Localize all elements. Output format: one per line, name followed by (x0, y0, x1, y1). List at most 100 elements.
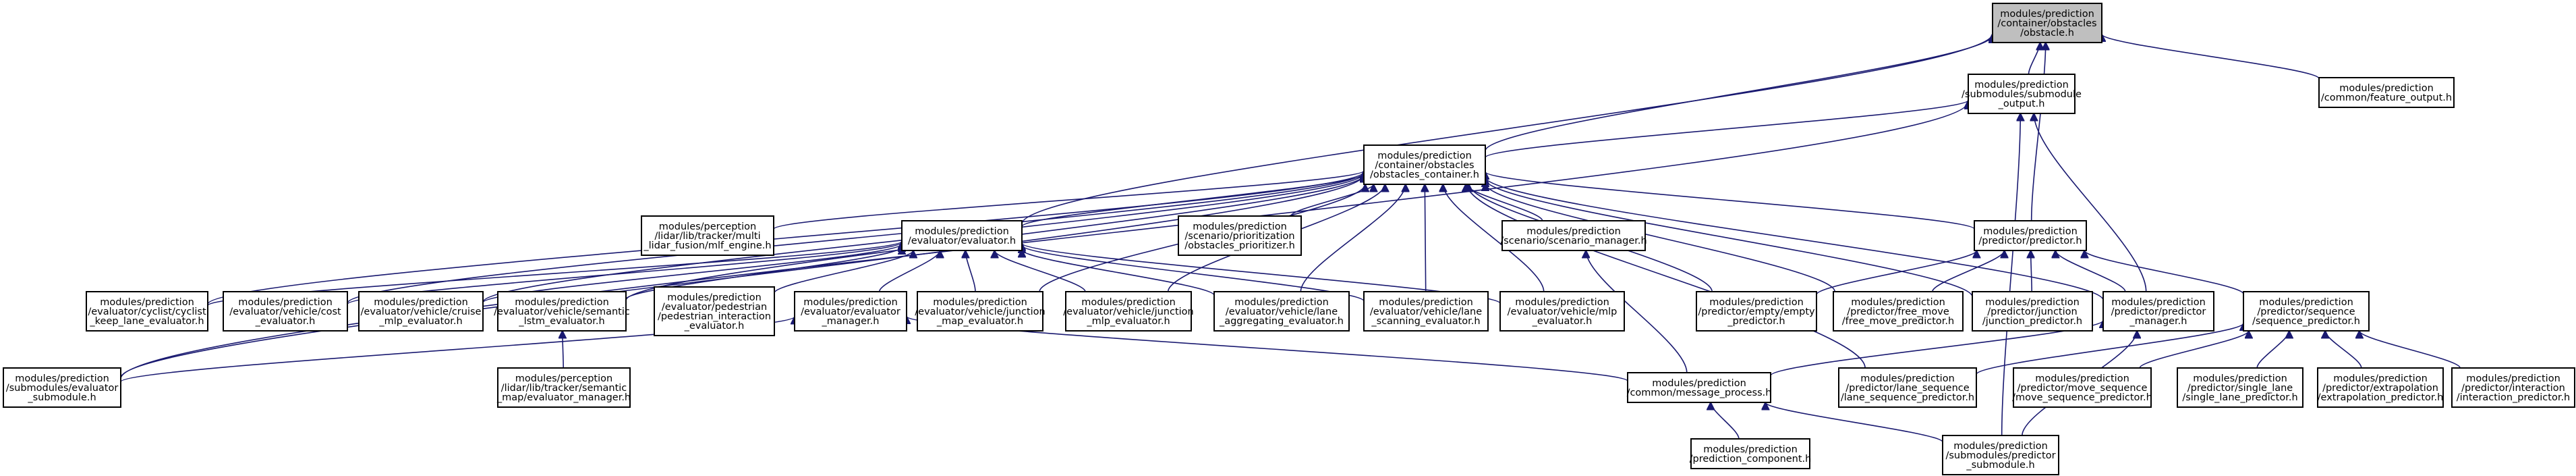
node-label-line: /move_sequence_predictor.h (2012, 392, 2152, 403)
node-label-line: _output.h (1998, 99, 2045, 109)
node-label-line: /obstacle.h (2020, 28, 2074, 38)
edge-cost-evaluator-to-obstacles-container (347, 173, 1364, 304)
node-box (1499, 291, 1625, 332)
graph-node-obstacles-container[interactable]: modules/prediction/container/obstacles/o… (1363, 144, 1486, 185)
graph-node-semantic-map[interactable]: modules/perception/lidar/lib/tracker/sem… (496, 367, 631, 408)
node-label-line: modules/prediction (1193, 221, 1287, 232)
node-box (1972, 291, 2093, 332)
graph-node-lane-sequence[interactable]: modules/prediction/predictor/lane_sequen… (1838, 367, 1977, 408)
graph-node-message-process[interactable]: modules/prediction/common/message_proces… (1627, 372, 1772, 403)
graph-node-extrapolation[interactable]: modules/prediction/predictor/extrapolati… (2317, 367, 2444, 408)
node-label-line: modules/prediction (1081, 297, 1176, 308)
graph-node-predictor-submodule[interactable]: modules/prediction/submodules/predictor_… (1942, 435, 2059, 475)
graph-node-submodule-output[interactable]: modules/prediction/submodules/submodule_… (1962, 74, 2082, 114)
node-label-line: /interaction_predictor.h (2457, 392, 2571, 403)
node-label-line: /predictor/interaction (2461, 383, 2565, 394)
graph-node-evaluator-h[interactable]: modules/prediction/evaluator/evaluator.h (901, 220, 1023, 251)
node-box (1838, 367, 1977, 408)
edge-evaluator-h-to-obstacle (1021, 34, 1993, 224)
node-label-line: /lidar/lib/tracker/semantic (501, 383, 627, 394)
edge-junction-mlp-to-evaluator-h (995, 250, 1086, 292)
edge-scenario-manager-to-obstacles-container (1466, 184, 1543, 221)
node-box (2318, 77, 2455, 108)
node-label-line: modules/prediction (2339, 83, 2434, 94)
graph-node-predictor-manager[interactable]: modules/prediction/predictor/predictor_m… (2102, 291, 2214, 332)
graph-node-mlp-evaluator[interactable]: modules/prediction/evaluator/vehicle/mlp… (1499, 291, 1625, 332)
graph-node-feature-output[interactable]: modules/prediction/common/feature_output… (2318, 77, 2455, 108)
node-label-line: /predictor/free_move (1847, 307, 1949, 317)
node-label-line: _manager.h (2129, 316, 2187, 327)
node-label-line: /sequence_predictor.h (2252, 316, 2360, 327)
edge-obstacles-prioritizer-to-obstacles-container (1290, 184, 1374, 217)
node-label-line: modules/prediction (100, 297, 194, 308)
node-label-line: /predictor/sequence (2257, 307, 2355, 317)
graph-node-predictor-h[interactable]: modules/prediction/predictor/predictor.h (1974, 220, 2087, 251)
node-label-line: /evaluator/vehicle/semantic (494, 307, 630, 317)
edge-sequence-predictor-to-predictor-h (2084, 250, 2244, 295)
graph-node-free-move[interactable]: modules/prediction/predictor/free_move/f… (1833, 291, 1964, 332)
graph-node-empty-predictor[interactable]: modules/prediction/predictor/empty/empty… (1696, 291, 1817, 332)
node-label-line: _submodule.h (27, 392, 96, 403)
node-box (901, 220, 1023, 251)
graph-node-junction-predictor[interactable]: modules/prediction/predictor/junction/ju… (1972, 291, 2093, 332)
node-label-line: /evaluator/evaluator.h (908, 236, 1016, 246)
graph-node-lane-scanning[interactable]: modules/prediction/evaluator/vehicle/lan… (1363, 291, 1489, 332)
edge-evaluator-manager-to-evaluator-h (878, 250, 940, 292)
node-label-line: modules/prediction (2000, 9, 2094, 20)
graph-node-cyclist-keep-lane[interactable]: modules/prediction/evaluator/cyclist/cyc… (86, 291, 208, 332)
graph-node-evaluator-submodule[interactable]: modules/prediction/submodules/evaluator_… (3, 367, 121, 408)
node-label-line: /evaluator/vehicle/cruise (361, 307, 482, 317)
graph-node-multi-lidar-fusion[interactable]: modules/perception/lidar/lib/tracker/mul… (641, 215, 774, 256)
node-label-line: /predictor/junction (1987, 307, 2077, 317)
node-label-line: modules/prediction (1709, 297, 1804, 308)
node-label-line: modules/prediction (1515, 297, 1609, 308)
node-label-line: modules/prediction (2193, 373, 2287, 384)
node-label-line: _map/evaluator_manager.h (496, 392, 631, 403)
node-box (641, 215, 774, 256)
edge-message-process-to-scenario-manager (1586, 250, 1688, 373)
node-label-line: modules/prediction (15, 373, 109, 384)
graph-node-obstacle[interactable]: modules/prediction/container/obstacles/o… (1992, 3, 2102, 43)
node-label-line: /evaluator/vehicle/junction (915, 307, 1045, 317)
node-label-line: modules/prediction (2333, 373, 2428, 384)
graph-node-single-lane[interactable]: modules/prediction/predictor/single_lane… (2177, 367, 2303, 408)
graph-node-cost-evaluator[interactable]: modules/prediction/evaluator/vehicle/cos… (223, 291, 348, 332)
node-label-line: modules/prediction (374, 297, 468, 308)
graph-node-junction-mlp[interactable]: modules/prediction/evaluator/vehicle/jun… (1063, 291, 1194, 332)
node-label-line: _lstm_evaluator.h (518, 316, 604, 327)
node-label-line: _mlp_evaluator.h (378, 316, 462, 327)
graph-node-cruise-mlp[interactable]: modules/prediction/evaluator/vehicle/cru… (358, 291, 484, 332)
graph-node-prediction-component[interactable]: modules/prediction/prediction_component.… (1690, 438, 1812, 469)
node-label-line: /evaluator/pedestrian (662, 302, 767, 313)
node-box (3, 367, 121, 408)
graph-node-lane-aggregating[interactable]: modules/prediction/evaluator/vehicle/lan… (1213, 291, 1350, 332)
graph-node-semantic-lstm[interactable]: modules/prediction/evaluator/vehicle/sem… (494, 291, 630, 332)
edge-predictor-submodule-to-message-process (1765, 402, 1943, 443)
node-label-line: /pedestrian_interaction (658, 311, 771, 322)
graph-node-scenario-manager[interactable]: modules/prediction/scenario/scenario_man… (1500, 220, 1647, 251)
graph-node-obstacles-prioritizer[interactable]: modules/prediction/scenario/prioritizati… (1178, 215, 1302, 256)
node-box (1968, 74, 2076, 114)
node-label-line: _evaluator.h (1532, 316, 1593, 327)
node-label-line: /evaluator/cyclist/cyclist (88, 307, 206, 317)
edge-extrapolation-to-sequence-predictor (2325, 331, 2362, 369)
node-box (2013, 367, 2152, 408)
node-box (794, 291, 907, 332)
node-box (497, 291, 627, 332)
node-label-line: _manager.h (822, 316, 880, 327)
graph-node-pedestrian-interaction[interactable]: modules/prediction/evaluator/pedestrian/… (654, 286, 775, 336)
node-label-line: modules/perception (515, 373, 612, 384)
edge-cyclist-keep-lane-to-obstacles-container (207, 171, 1364, 305)
node-label-line: modules/prediction (1703, 444, 1798, 455)
edge-junction-predictor-to-obstacles-container (1485, 180, 1973, 297)
graph-node-sequence-predictor[interactable]: modules/prediction/predictor/sequence/se… (2243, 291, 2370, 332)
edge-free-move-to-obstacles-container (1485, 184, 1835, 292)
graph-node-move-sequence[interactable]: modules/prediction/predictor/move_sequen… (2012, 367, 2152, 408)
graph-node-interaction[interactable]: modules/prediction/predictor/interaction… (2451, 367, 2575, 408)
node-label-line: modules/prediction (1851, 297, 1945, 308)
edge-junction-predictor-to-predictor-h (2031, 250, 2032, 292)
graph-node-junction-map[interactable]: modules/prediction/evaluator/vehicle/jun… (915, 291, 1046, 332)
graph-node-evaluator-manager[interactable]: modules/prediction/evaluator/evaluator_m… (794, 291, 907, 332)
node-label-line: modules/prediction (515, 297, 609, 308)
